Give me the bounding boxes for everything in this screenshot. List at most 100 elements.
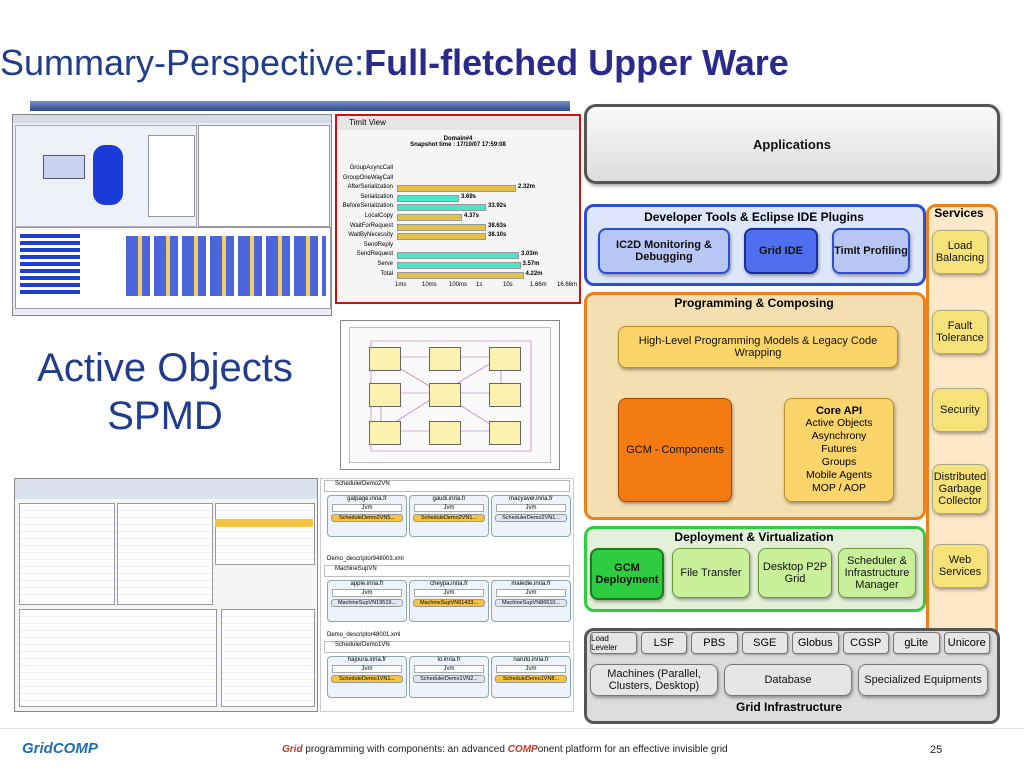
deploy-jvm: Jvm bbox=[414, 504, 484, 512]
title-bold: Full-fletched Upper Ware bbox=[364, 42, 789, 83]
core-api-item: Futures bbox=[821, 443, 857, 455]
timit-row: SendRequest 3.03m bbox=[339, 250, 575, 260]
timit-domain: Domain#4 bbox=[443, 136, 473, 142]
timit-axis-tick: 100ms bbox=[449, 282, 468, 288]
footer-grid: Grid bbox=[282, 744, 303, 755]
timit-row-label: WaitByNecessity bbox=[348, 232, 393, 239]
timit-snapshot: Snapshot time : 17/10/07 17:59:08 bbox=[410, 142, 506, 148]
ic2d-box: IC2D Monitoring & Debugging bbox=[598, 228, 730, 274]
timit-bar-value: 3.03m bbox=[521, 251, 539, 258]
deploy-jvm: Jvm bbox=[496, 589, 566, 597]
footer-comp: COMP bbox=[507, 744, 538, 755]
deploy-jvm: Jvm bbox=[414, 665, 484, 673]
core-api-item: Mobile Agents bbox=[806, 469, 872, 481]
timit-screenshot: TimIt View Domain#4 Snapshot time : 17/1… bbox=[335, 114, 581, 304]
timit-row: GroupAsyncCall bbox=[339, 164, 575, 174]
infra-scheduler: Load Leveler bbox=[590, 632, 637, 654]
timit-axis-tick: 16.66m bbox=[557, 282, 578, 288]
service-security: Security bbox=[932, 388, 988, 432]
timit-row-label: GroupOneWayCall bbox=[342, 174, 393, 181]
deploy-vn-header[interactable]: SchedulerDemo2VN bbox=[324, 480, 570, 492]
timit-row-label: AfterSerialization bbox=[347, 184, 393, 191]
timit-bar-value: 4.22m bbox=[525, 270, 543, 277]
deploy-node: MachineSupVN91433... bbox=[413, 599, 485, 607]
programming-title: Programming & Composing bbox=[674, 296, 834, 310]
timit-bar-value: 33.92s bbox=[488, 203, 507, 210]
timit-bar-value: 3.69s bbox=[461, 193, 477, 200]
label-spmd: SPMD bbox=[107, 394, 223, 438]
timit-bar bbox=[397, 261, 521, 269]
timit-row-label: SendReply bbox=[363, 241, 393, 248]
deployment-title: Deployment & Virtualization bbox=[674, 530, 834, 544]
timit-row-label: WaitForRequest bbox=[349, 222, 393, 229]
spmd-diagram bbox=[340, 320, 560, 470]
deploy-jvm: Jvm bbox=[496, 504, 566, 512]
deploy-file: Demo_descriptor48001.xml bbox=[327, 632, 401, 638]
timit-row: WaitByNecessity 38.10s bbox=[339, 231, 575, 241]
ic2d-screenshot bbox=[12, 114, 332, 316]
timit-row: SendReply bbox=[339, 241, 575, 251]
architecture-diagram: Applications Services Load Balancing Fau… bbox=[580, 100, 1024, 725]
timit-bar bbox=[397, 194, 459, 202]
timit-row-label: SendRequest bbox=[356, 251, 393, 258]
deploy-node: SchedulerDemo1VN2... bbox=[413, 675, 485, 683]
deploy-host-name: apple.inria.fr bbox=[350, 581, 384, 587]
equipments-box: Specialized Equipments bbox=[858, 664, 988, 696]
timit-axis-tick: 1.66m bbox=[530, 282, 547, 288]
timit-bar bbox=[397, 233, 486, 241]
infra-scheduler: Globus bbox=[792, 632, 839, 654]
timit-row-label: LocalCopy bbox=[364, 212, 393, 219]
timit-bar-value: 3.57m bbox=[522, 260, 540, 267]
core-api-item: Active Objects bbox=[805, 417, 873, 429]
deploy-host-name: naruto.inria.fr bbox=[513, 657, 549, 663]
timit-row: Total 4.22m bbox=[339, 270, 575, 280]
page-number: 25 bbox=[930, 744, 943, 756]
timit-row: GroupOneWayCall bbox=[339, 174, 575, 184]
deploy-host-name: macyavel.inria.fr bbox=[509, 496, 553, 502]
core-api-item: Groups bbox=[821, 456, 857, 468]
deploy-host-name: lo.inria.fr bbox=[437, 657, 461, 663]
timit-row-label: Total bbox=[380, 270, 393, 277]
timit-tab: TimIt View bbox=[337, 116, 579, 130]
infra-scheduler: gLite bbox=[893, 632, 940, 654]
timit-bar bbox=[397, 271, 524, 279]
footer bbox=[0, 728, 1024, 769]
deploy-node: ScheduleDemo1VN1... bbox=[331, 675, 403, 683]
title-underline bbox=[30, 101, 570, 111]
deploy-node: ScheduleDemo2VN1... bbox=[413, 514, 485, 522]
deploy-vn-header[interactable]: SchedulerDemo1VN bbox=[324, 641, 570, 653]
gcm-components-box: GCM - Components bbox=[618, 398, 732, 502]
timit-bar-value: 38.63s bbox=[488, 222, 507, 229]
database-box: Database bbox=[724, 664, 852, 696]
infra-scheduler: LSF bbox=[640, 632, 687, 654]
deploy-host-name: galpage.inria.fr bbox=[347, 496, 387, 502]
infra-scheduler: PBS bbox=[691, 632, 738, 654]
timit-row: LocalCopy 4.37s bbox=[339, 212, 575, 222]
desktop-p2p-box: Desktop P2P Grid bbox=[758, 548, 832, 598]
grid-ide-box: Grid IDE bbox=[744, 228, 818, 274]
timit-bar-value: 38.10s bbox=[488, 232, 507, 239]
timit-bar bbox=[397, 252, 519, 260]
deploy-vn-header[interactable]: MachineSupVN bbox=[324, 565, 570, 577]
timit-bar-value: 4.37s bbox=[464, 212, 480, 219]
deploy-host-name: cheypa.inria.fr bbox=[430, 581, 468, 587]
core-api-item: MOP / AOP bbox=[811, 482, 867, 494]
core-api-title: Core API bbox=[815, 405, 863, 417]
scheduler-box: Scheduler & Infrastructure Manager bbox=[838, 548, 916, 598]
deploy-node: MachineSupVN19519... bbox=[331, 599, 403, 607]
